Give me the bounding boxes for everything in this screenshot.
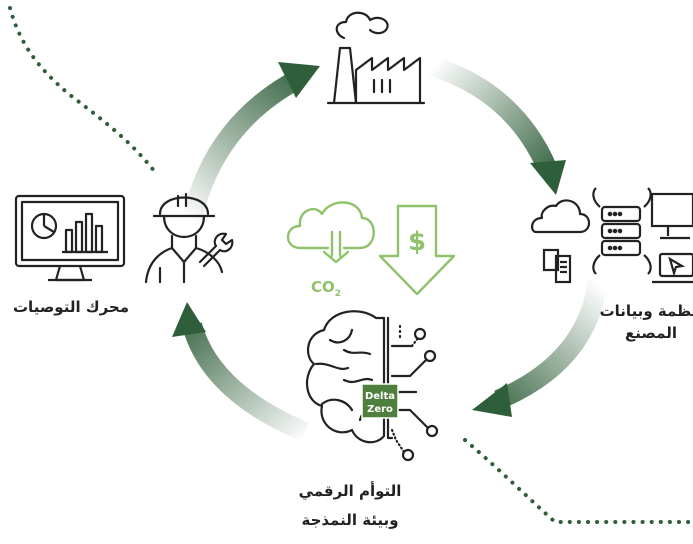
dollar-sign: $ bbox=[408, 227, 426, 257]
digital-twin-label-line2: وبيئة النمذجة bbox=[301, 511, 399, 529]
cycle-arrow-top-left bbox=[180, 62, 320, 230]
dollar-down-icon bbox=[378, 204, 456, 296]
co2-label: CO2 bbox=[311, 278, 341, 299]
svg-text:Delta: Delta bbox=[365, 391, 395, 402]
factory-icon bbox=[326, 11, 426, 105]
cycle-arrow-top-right bbox=[428, 56, 566, 195]
recommendation-engine-label: محرك التوصيات bbox=[12, 298, 130, 316]
co2-cloud-icon bbox=[286, 201, 375, 264]
delta-zero-badge: Delta Zero bbox=[361, 383, 399, 419]
brain-icon bbox=[305, 310, 439, 462]
server-icon bbox=[592, 187, 652, 275]
factory-systems-label-line2: المصنع bbox=[625, 324, 677, 342]
svg-text:Zero: Zero bbox=[367, 404, 393, 415]
digital-twin-label-line1: التوأم الرقمي bbox=[298, 482, 402, 500]
laptop-icon bbox=[652, 252, 693, 284]
cycle-arrow-bottom-right bbox=[472, 278, 608, 417]
cloud-icon bbox=[530, 199, 591, 234]
monitor-icon bbox=[650, 192, 693, 240]
dashboard-monitor-icon bbox=[14, 194, 126, 282]
document-icon bbox=[542, 248, 572, 284]
engineer-icon bbox=[144, 192, 234, 284]
dotted-connector-top-left bbox=[8, 6, 157, 174]
factory-systems-label-line1: أنظمة وبيانات bbox=[599, 302, 693, 320]
dotted-connector-bottom-right bbox=[463, 438, 693, 524]
cycle-arrow-bottom-left bbox=[172, 302, 309, 442]
